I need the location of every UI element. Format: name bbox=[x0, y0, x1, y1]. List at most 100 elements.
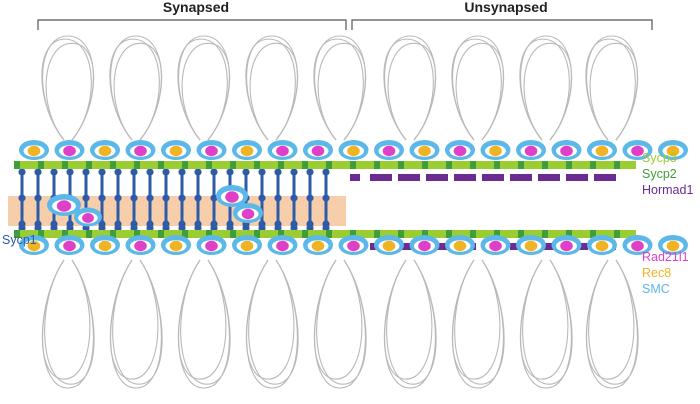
unsynapsed-bracket bbox=[351, 19, 653, 30]
chromatin-loop bbox=[383, 259, 433, 380]
rec8-subunit bbox=[453, 240, 467, 252]
rad21l1-subunit bbox=[205, 145, 218, 157]
synapsed-bracket bbox=[37, 19, 347, 30]
sycp2-block bbox=[446, 230, 452, 238]
sycp2-block bbox=[206, 230, 212, 238]
sycp1-label: Sycp1 bbox=[2, 233, 37, 247]
sycp2-block bbox=[134, 230, 140, 238]
chromatin-loops-top bbox=[41, 35, 639, 141]
chromatin-loop bbox=[387, 42, 437, 141]
sycp1-node bbox=[274, 194, 282, 202]
chromatin-loop bbox=[586, 259, 638, 389]
sycp1-node bbox=[162, 168, 170, 176]
sycp2-block bbox=[110, 230, 116, 238]
cohesin-rings-top bbox=[19, 140, 688, 160]
chromatin-loop bbox=[246, 35, 298, 141]
rec8-subunit bbox=[489, 145, 502, 157]
chromatin-loop bbox=[384, 259, 436, 389]
sycp2-block bbox=[446, 161, 452, 169]
rec8-subunit bbox=[98, 145, 112, 157]
rad21l1-subunit bbox=[276, 240, 289, 252]
chromatin-loops-bottom bbox=[41, 259, 639, 389]
sycp2-block bbox=[566, 230, 572, 238]
sycp2-block bbox=[62, 230, 68, 238]
sycp1-node bbox=[130, 224, 138, 232]
chromatin-loop bbox=[42, 35, 94, 141]
sycp2-block bbox=[590, 230, 596, 238]
sycp2-block bbox=[518, 161, 524, 169]
chromatin-loop bbox=[45, 42, 95, 141]
rad21l1-subunit bbox=[560, 145, 573, 157]
chromatin-loop bbox=[451, 38, 502, 141]
sycp2-block bbox=[38, 161, 44, 169]
rad21l1-subunit bbox=[347, 240, 360, 252]
sycp2-block bbox=[62, 161, 68, 169]
chromatin-loop bbox=[519, 38, 570, 141]
smc-label: SMC bbox=[642, 282, 670, 296]
sycp2-block bbox=[230, 230, 236, 238]
sycp1-node bbox=[146, 168, 154, 176]
sycp2-block bbox=[254, 161, 260, 169]
rec8-subunit bbox=[169, 145, 183, 157]
chromatin-loop bbox=[454, 259, 505, 385]
rad21l1-subunit bbox=[134, 145, 147, 157]
chromatin-loop bbox=[249, 42, 299, 141]
sycp1-node bbox=[114, 168, 122, 176]
chromatin-loop bbox=[316, 259, 367, 385]
chromatin-loop bbox=[113, 42, 163, 141]
hormad1-segment bbox=[510, 174, 532, 181]
chromatin-loop bbox=[589, 42, 639, 141]
sycp2-block bbox=[494, 230, 500, 238]
sycp1-node bbox=[146, 194, 154, 202]
rec8-subunit bbox=[98, 240, 112, 252]
sycp2-block bbox=[278, 230, 284, 238]
sycp2-block bbox=[158, 161, 164, 169]
chromatin-loop bbox=[383, 38, 434, 141]
hormad1-segment bbox=[350, 174, 360, 181]
sycp1-node bbox=[130, 168, 138, 176]
sycp2-block bbox=[542, 230, 548, 238]
sycp2-block bbox=[230, 161, 236, 169]
hormad1-segment bbox=[566, 174, 588, 181]
sycp1-node bbox=[98, 168, 106, 176]
hormad1-segment bbox=[426, 174, 448, 181]
chromatin-loop bbox=[455, 42, 505, 141]
sycp2-block bbox=[566, 161, 572, 169]
rad21l1-subunit bbox=[631, 240, 644, 252]
rec8-subunit bbox=[595, 145, 609, 157]
chromatin-loop bbox=[384, 35, 436, 141]
sycp2-block bbox=[470, 230, 476, 238]
sycp1-node bbox=[34, 224, 42, 232]
lateral-element-top bbox=[14, 161, 636, 169]
hormad1-label: Hormad1 bbox=[642, 183, 693, 197]
sycp1-node bbox=[130, 194, 138, 202]
rad21l1-subunit bbox=[63, 240, 76, 252]
sycp1-node bbox=[210, 168, 218, 176]
sycp2-block bbox=[374, 161, 380, 169]
sycp1-node bbox=[194, 224, 202, 232]
sycp2-block bbox=[14, 230, 20, 238]
chromatin-loop bbox=[41, 259, 91, 380]
sycp1-node bbox=[242, 168, 250, 176]
sycp2-block bbox=[278, 161, 284, 169]
rec8-subunit bbox=[169, 240, 183, 252]
sycp2-block bbox=[14, 161, 20, 169]
cohesin-rings-central bbox=[47, 185, 263, 227]
rad21l1-subunit bbox=[241, 208, 255, 220]
sycp1-node bbox=[290, 194, 298, 202]
rad21l1-subunit bbox=[453, 145, 467, 157]
sycp2-block bbox=[542, 161, 548, 169]
sycp2-block bbox=[518, 230, 524, 238]
chromatin-loop bbox=[246, 259, 298, 389]
sycp2-block bbox=[422, 161, 428, 169]
rec8-subunit bbox=[240, 240, 254, 252]
chromatin-loop bbox=[44, 259, 95, 385]
sycp1-node bbox=[178, 168, 186, 176]
chromatin-loop bbox=[178, 35, 230, 141]
sycp2-block bbox=[254, 230, 260, 238]
rad21l1-subunit bbox=[56, 200, 72, 212]
rad21l1-subunit bbox=[418, 240, 431, 252]
chromatin-loop bbox=[520, 259, 572, 389]
sycp1-node bbox=[210, 194, 218, 202]
